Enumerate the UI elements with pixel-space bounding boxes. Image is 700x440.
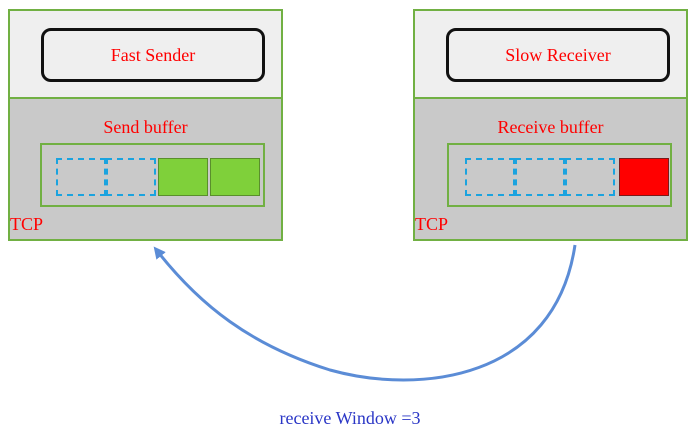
slow-receiver-label: Slow Receiver — [505, 44, 611, 65]
receiver-host: Slow Receiver Receive buffer TCP — [413, 9, 688, 241]
sender-tcp-label: TCP — [10, 214, 44, 234]
send-buffer-label: Send buffer — [103, 117, 188, 137]
feedback-arrow-curve — [153, 244, 577, 382]
receive-buffer-slot-4 — [619, 158, 669, 196]
slow-receiver-box: Slow Receiver — [446, 28, 670, 82]
fast-sender-box: Fast Sender — [41, 28, 265, 82]
receive-buffer-slot-3 — [565, 158, 615, 196]
sender-host: Fast Sender Send buffer TCP — [8, 9, 283, 241]
receive-buffer-label: Receive buffer — [497, 117, 604, 137]
receive-buffer-slot-2 — [515, 158, 565, 196]
send-buffer-slot-2 — [106, 158, 156, 196]
send-buffer-slot-4 — [210, 158, 260, 196]
receiver-tcp-label: TCP — [415, 214, 449, 234]
receive-buffer — [447, 143, 672, 207]
fast-sender-label: Fast Sender — [110, 44, 196, 65]
receiver-tcp-area: Receive buffer TCP — [415, 99, 686, 239]
sender-application-area: Fast Sender — [10, 11, 281, 99]
receive-window-caption: receive Window =3 — [279, 408, 421, 428]
receive-buffer-slot-1 — [465, 158, 515, 196]
send-buffer-slot-3 — [158, 158, 208, 196]
sender-tcp-area: Send buffer TCP — [10, 99, 281, 239]
send-buffer-slot-1 — [56, 158, 106, 196]
receiver-application-area: Slow Receiver — [415, 11, 686, 99]
send-buffer — [40, 143, 265, 207]
